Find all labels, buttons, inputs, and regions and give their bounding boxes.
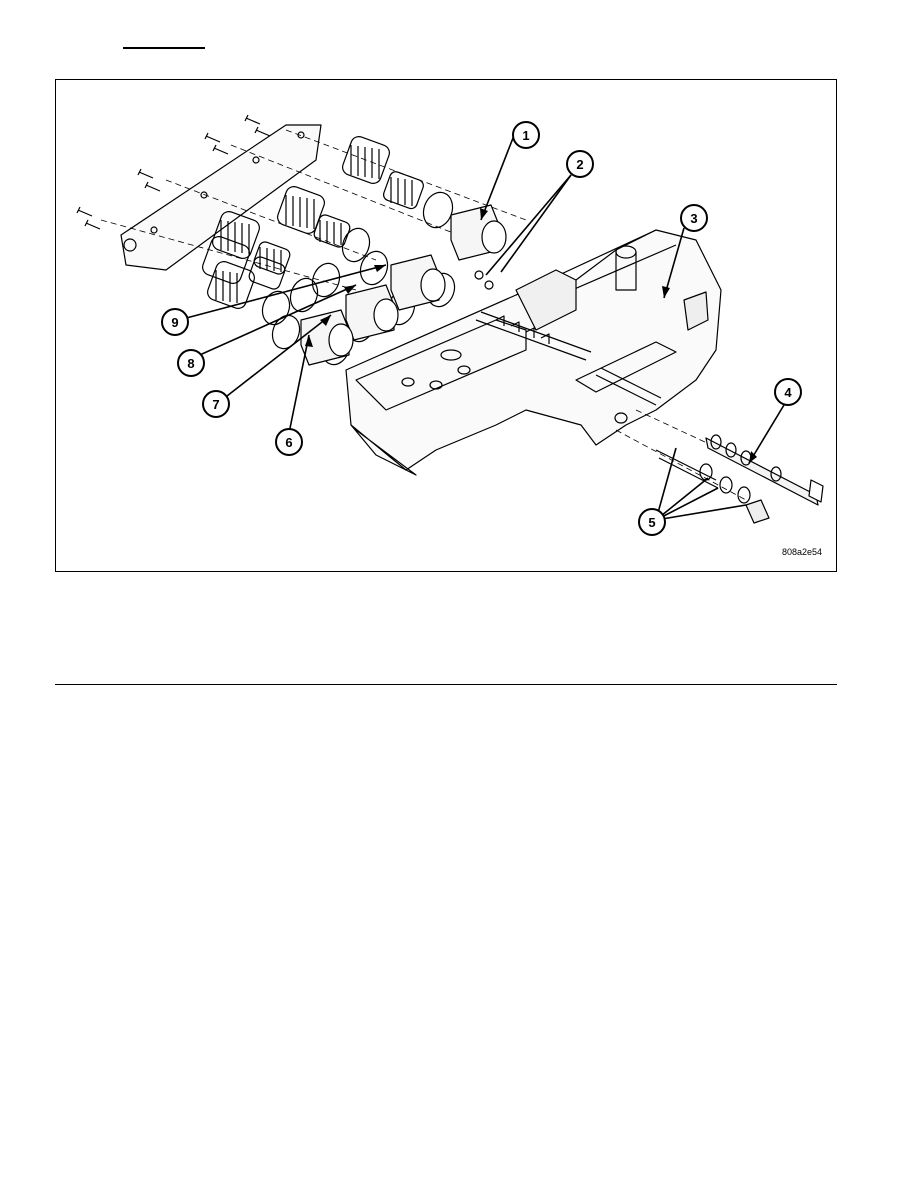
callout-5-label: 5 (648, 515, 655, 530)
figure-frame: 1 2 3 4 5 6 7 (55, 79, 837, 572)
callout-9: 9 (161, 308, 189, 336)
leader-2b (485, 174, 572, 276)
callout-4: 4 (774, 378, 802, 406)
callout-7-label: 7 (212, 397, 219, 412)
valve-body-illustration: 1 2 3 4 5 6 7 (76, 114, 824, 536)
callout-2: 2 (566, 150, 594, 178)
callout-5: 5 (638, 508, 666, 536)
section-divider (55, 684, 837, 685)
accumulator-springs (202, 136, 424, 309)
header-rule (123, 47, 205, 49)
callout-7: 7 (202, 390, 230, 418)
callout-2-label: 2 (576, 157, 583, 172)
leader-5a (655, 447, 677, 521)
callout-3-label: 3 (690, 211, 697, 226)
leader-8 (192, 284, 357, 359)
leader-5c (655, 487, 719, 521)
manual-valve-parts (655, 434, 824, 524)
callout-3: 3 (680, 204, 708, 232)
callout-1: 1 (512, 121, 540, 149)
bolts (76, 114, 271, 230)
leader-7 (217, 314, 332, 404)
leader-2a (500, 174, 572, 273)
callout-6: 6 (275, 428, 303, 456)
leader-4 (748, 404, 785, 464)
leader-9 (174, 264, 387, 322)
callout-9-label: 9 (171, 315, 178, 330)
callout-8: 8 (177, 349, 205, 377)
accumulator-pistons (300, 204, 507, 366)
leader-5b (655, 477, 709, 521)
callout-6-label: 6 (285, 435, 292, 450)
leader-5d (655, 504, 747, 521)
callout-1-label: 1 (522, 128, 529, 143)
leader-3 (663, 227, 685, 299)
callout-4-label: 4 (784, 385, 792, 400)
callout-8-label: 8 (187, 356, 194, 371)
leader-1 (480, 137, 514, 221)
callouts: 1 2 3 4 5 6 7 (161, 121, 802, 536)
figure-code: 808a2e54 (781, 547, 822, 557)
leader-6 (287, 334, 310, 439)
